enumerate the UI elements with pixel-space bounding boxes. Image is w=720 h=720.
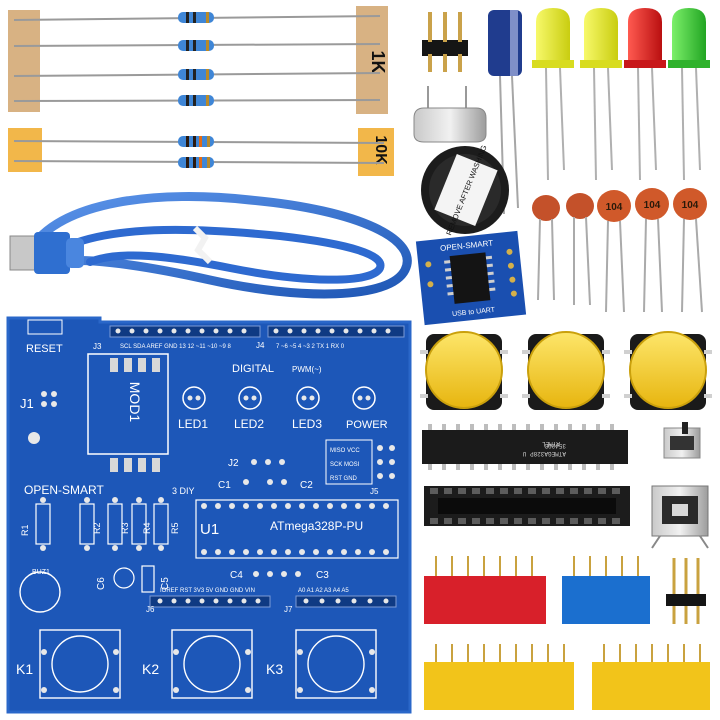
dip-socket <box>424 486 630 526</box>
pcb-label-r4: R4 <box>142 522 152 534</box>
atmega328p-chip: ATMEL ATMEGA328P U 35420D <box>422 424 628 470</box>
ceramic-cap-label: 104 <box>682 200 699 211</box>
pcb-label-c4: C4 <box>230 570 243 581</box>
pcb-top-pin-labels-right: 7 ~6 ~5 4 ~3 2 TX 1 RX 0 <box>276 344 345 350</box>
pcb-label-j3: J3 <box>93 342 102 351</box>
resistor-leads-upper <box>13 15 381 102</box>
male-header-2x3 <box>666 558 706 624</box>
tape-right-lower <box>358 128 394 176</box>
pcb-bottom-pin-labels-right: A0 A1 A2 A3 A4 A5 <box>298 588 349 594</box>
tactile-button <box>420 331 508 410</box>
pcb-label-k2: K2 <box>142 661 159 677</box>
uart-module-subtitle: USB to UART <box>452 307 496 319</box>
resistor-bodies-upper <box>178 12 214 106</box>
ceramic-cap-label: 104 <box>606 202 623 213</box>
pcb-label-c6: C6 <box>96 577 107 590</box>
pcb-label-led1: LED1 <box>178 417 208 431</box>
pcb-board: SCL SDA AREF GND 13 12 ~11 ~10 ~9 8 7 ~6… <box>6 316 412 714</box>
led-yellow <box>532 8 574 181</box>
pcb-label-j4: J4 <box>256 341 265 350</box>
usb-b-connector-icon <box>9 235 37 271</box>
pcb-label-led2: LED2 <box>234 417 264 431</box>
pcb-label-r3: R3 <box>120 522 130 534</box>
led-green <box>668 8 710 181</box>
usb-uart-module: OPEN-SMART USB to UART <box>415 230 527 326</box>
pcb-label-c1: C1 <box>218 480 231 491</box>
cable-tie <box>192 225 213 265</box>
u1-footprint <box>195 499 399 559</box>
tape-left-upper <box>8 10 40 112</box>
pcb-label-j7: J7 <box>284 605 293 614</box>
resistor-bodies-lower <box>178 136 214 168</box>
chip-part: ATMEGA328P U <box>522 450 566 457</box>
pcb-label-open-smart: OPEN-SMART <box>24 483 104 497</box>
pcb-label-j1: J1 <box>20 396 34 411</box>
buzzer-icon: REMOVE AFTER WASHING <box>421 144 509 237</box>
pcb-label-r5: R5 <box>170 522 180 534</box>
female-header-red <box>424 556 546 624</box>
led-red <box>624 8 666 181</box>
tape-label-1k: 1K <box>368 50 388 73</box>
pcb-label-mod1: MOD1 <box>127 382 143 423</box>
pcb-label-buz1: BUZ1 <box>32 569 50 576</box>
female-header-blue <box>562 556 650 624</box>
pcb-label-k1: K1 <box>16 661 33 677</box>
resistors-group: 1K 10K <box>8 6 394 176</box>
tape-left-lower <box>8 128 42 172</box>
tactile-button <box>624 331 712 410</box>
chip-code: 35420D <box>544 442 566 449</box>
electrolytic-capacitor-icon <box>488 10 522 215</box>
female-header-yellow-short <box>592 644 710 710</box>
tape-right-upper <box>356 6 388 114</box>
ceramic-capacitors: 104 104 104 <box>532 188 707 313</box>
led-yellow <box>580 8 622 181</box>
crystal-icon <box>413 86 487 143</box>
pcb-label-j5: J5 <box>370 487 379 496</box>
pcb-label-j6: J6 <box>146 605 155 614</box>
pcb-label-c3: C3 <box>316 570 329 581</box>
pin-header-3 <box>422 12 468 72</box>
pcb-label-c2: C2 <box>300 480 313 491</box>
mod1-outline <box>87 353 169 455</box>
pcb-label-r2: R2 <box>92 522 102 534</box>
usb-b-socket <box>651 485 709 549</box>
isp-label-row1: MISO VCC <box>330 448 360 454</box>
pcb-label-reset: RESET <box>26 343 63 355</box>
pcb-label-k3: K3 <box>266 661 283 677</box>
female-header-yellow-long <box>424 644 574 710</box>
pcb-label-r1: R1 <box>20 524 30 536</box>
tape-label-10k: 10K <box>372 135 389 165</box>
tactile-button <box>522 331 610 410</box>
pcb-bottom-pin-labels-left: IOREF RST 3V3 5V GND GND VIN <box>160 588 255 594</box>
pcb-top-pin-labels: SCL SDA AREF GND 13 12 ~11 ~10 ~9 8 <box>120 344 232 350</box>
pcb-label-mcu: ATmega328P-PU <box>270 519 363 533</box>
pcb-label-u1: U1 <box>200 521 219 538</box>
pcb-label-pwm: PWM(~) <box>292 365 322 374</box>
ceramic-cap-label: 104 <box>644 200 661 211</box>
usb-cable <box>9 192 412 299</box>
pcb-label-diy: 3 DIY <box>172 486 195 496</box>
slide-switch-icon <box>663 422 701 459</box>
tactile-buttons <box>420 331 712 410</box>
reset-switch <box>27 319 63 335</box>
isp-label-row3: RST GND <box>330 476 358 482</box>
chip-brand: ATMEL <box>542 440 560 447</box>
pcb-label-digital: DIGITAL <box>232 363 274 375</box>
pcb-label-power: POWER <box>346 419 388 431</box>
pcb-label-led3: LED3 <box>292 417 322 431</box>
pcb-label-c5: C5 <box>160 577 171 590</box>
leds <box>532 8 710 181</box>
pcb-label-j2: J2 <box>228 458 239 469</box>
isp-label-row2: SCK MOSI <box>330 462 360 468</box>
